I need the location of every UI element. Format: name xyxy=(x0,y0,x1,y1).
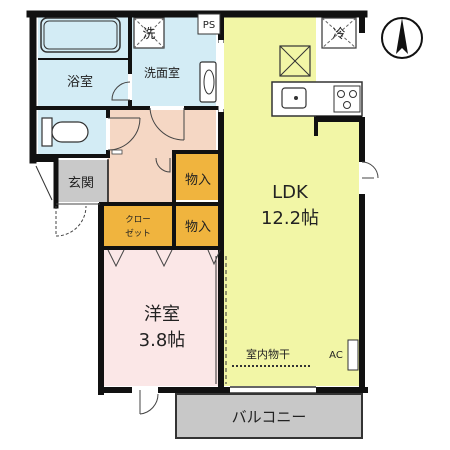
bathtub xyxy=(40,17,121,53)
fridge-label: 冷 xyxy=(332,27,345,42)
aircon-unit xyxy=(347,339,359,371)
hallway-step xyxy=(111,149,123,155)
ldk-room-fill xyxy=(224,14,362,386)
western-size: 3.8帖 xyxy=(139,330,186,351)
genkan-label: 玄関 xyxy=(68,176,94,191)
ldk-name: LDK xyxy=(272,182,309,203)
western-room-fill xyxy=(104,250,220,386)
storage-lower-label: 物入 xyxy=(185,220,211,235)
storage-upper-label: 物入 xyxy=(185,173,211,188)
balcony-fill xyxy=(176,394,362,438)
western-name: 洋室 xyxy=(144,304,180,325)
storage-upper-fill xyxy=(176,154,220,200)
closet-fill xyxy=(104,206,172,246)
balcony-label: バルコニー xyxy=(232,408,307,426)
hallway-fill xyxy=(108,110,216,202)
toilet-tank xyxy=(41,117,53,147)
bath-inner-box xyxy=(38,58,130,60)
range-hood xyxy=(279,45,311,77)
washroom-label: 洗面室 xyxy=(144,65,180,80)
aircon-label: AC xyxy=(329,350,343,361)
closet-label-line1: クロー xyxy=(125,215,151,225)
balcony-outline xyxy=(175,393,363,439)
bathtub-inner xyxy=(43,20,118,50)
bath-label: 浴室 xyxy=(67,74,93,90)
indoor-drying-label: 室内物干 xyxy=(246,347,290,361)
pipe-space-box xyxy=(197,13,221,35)
ldk-size: 12.2帖 xyxy=(261,208,319,229)
counter-edge xyxy=(316,116,362,122)
washer-label: 洗 xyxy=(142,27,155,42)
north-arrow-icon xyxy=(381,17,423,59)
washbasin-bowl xyxy=(203,69,215,95)
doors xyxy=(35,40,379,415)
closet-label-line2: ゼット xyxy=(125,228,151,239)
stove xyxy=(333,85,361,113)
toilet-bowl xyxy=(51,121,89,143)
pipe-space-label: PS xyxy=(203,20,215,31)
genkan-fill xyxy=(56,160,108,202)
storage-lower-fill xyxy=(176,206,220,246)
